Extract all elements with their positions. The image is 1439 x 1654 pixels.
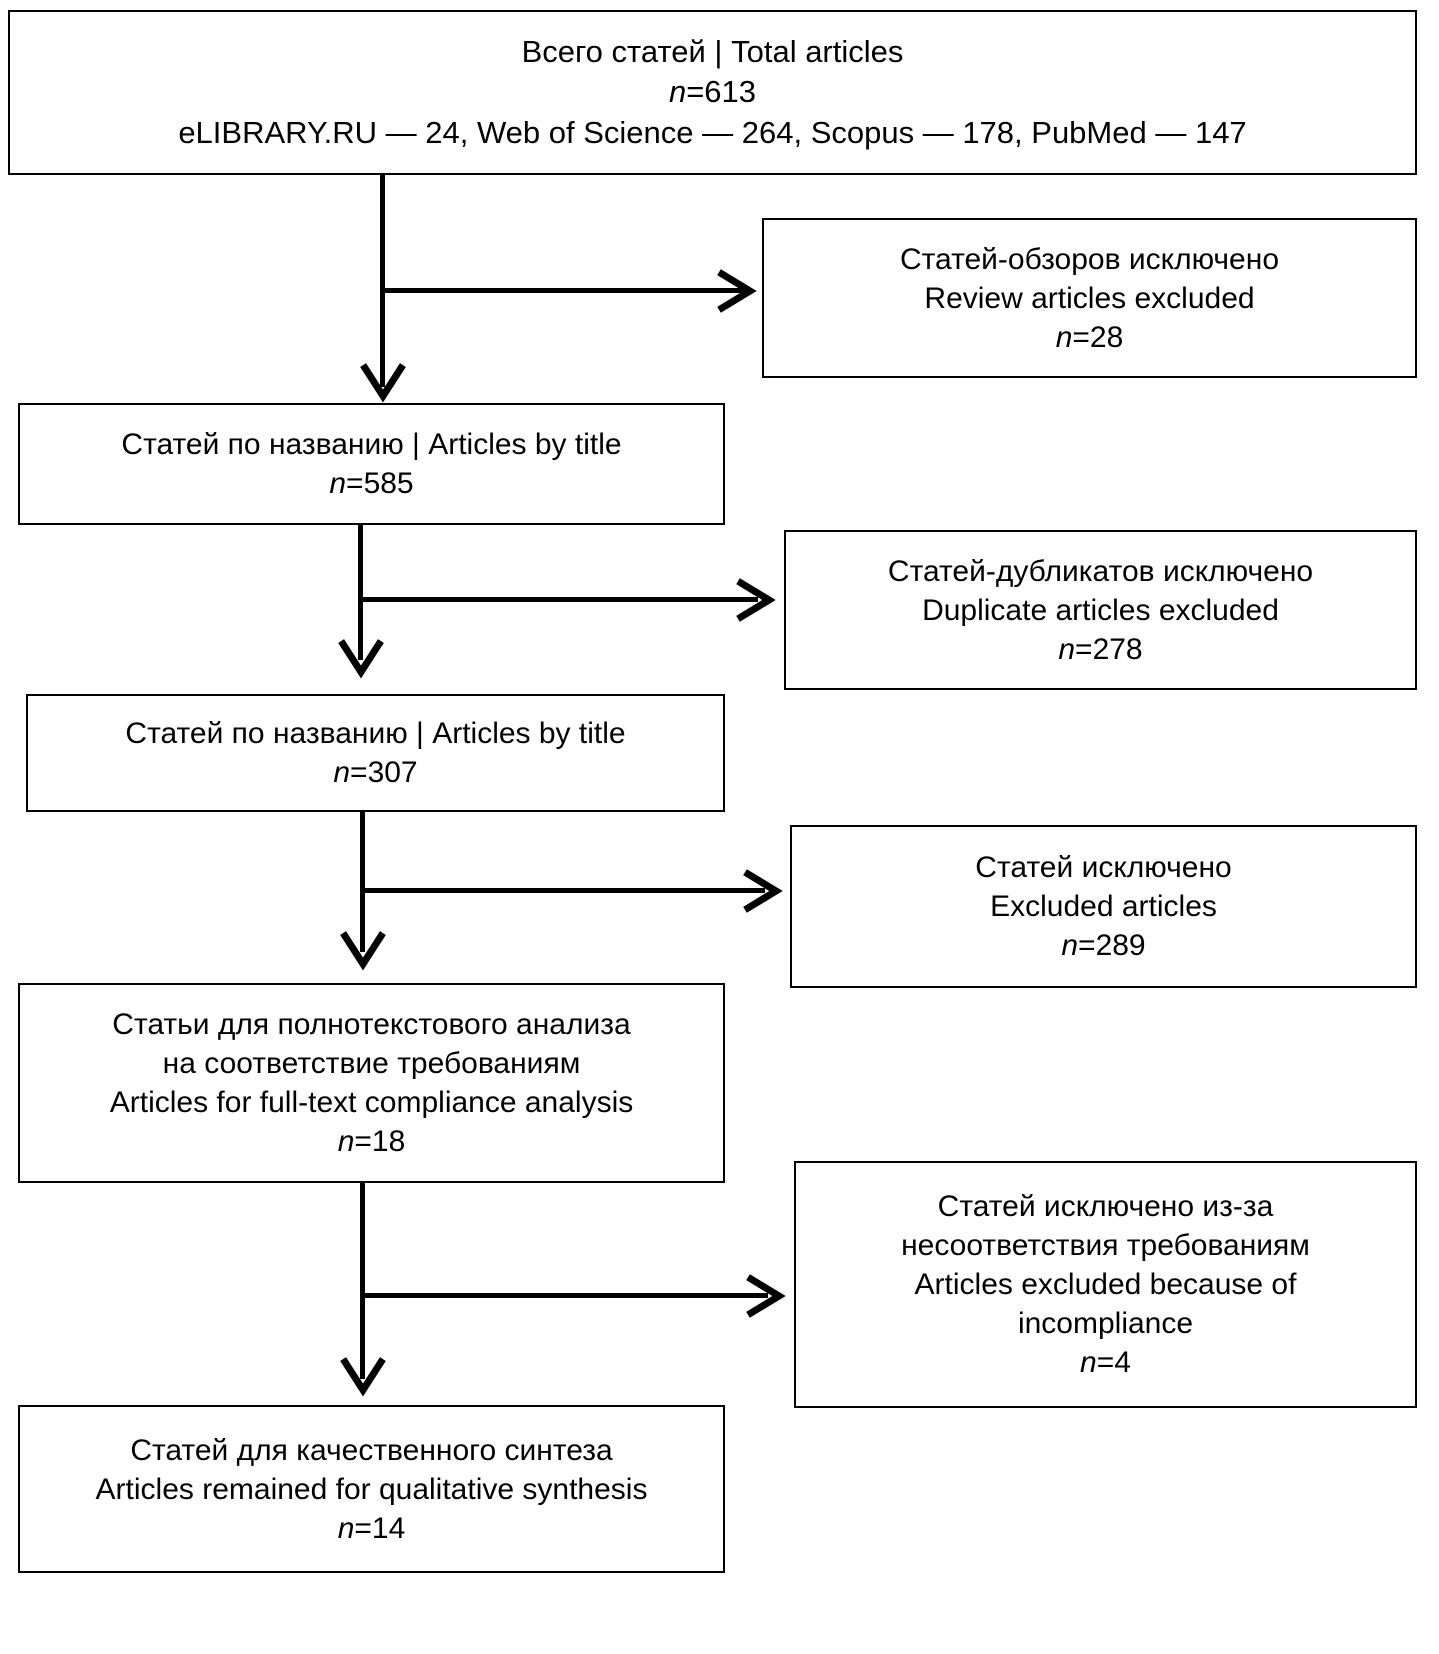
synthesis-line-en: Articles remained for qualitative synthe… <box>95 1472 648 1506</box>
arrowhead-right-2 <box>736 578 776 622</box>
node-duplicates-excluded: Статей-дубликатов исключено Duplicate ar… <box>784 530 1417 690</box>
node-articles-by-title-1: Статей по названию | Articles by title n… <box>18 403 725 525</box>
connector-v-3 <box>360 812 365 952</box>
by-title-1-label: Статей по названию | Articles by title <box>121 428 622 461</box>
incompliance-count: n=4 <box>1080 1346 1131 1379</box>
by-title-2-label: Статей по названию | Articles by title <box>125 717 626 750</box>
arrowhead-right-1 <box>717 269 757 313</box>
node-review-excluded: Статей-обзоров исключено Review articles… <box>762 218 1417 378</box>
articles-excluded-count: n=289 <box>1061 929 1146 962</box>
incompliance-line-ru-1: Статей исключено из-за <box>937 1190 1274 1223</box>
connector-h-2 <box>358 597 758 602</box>
total-articles-sources: eLIBRARY.RU — 24, Web of Science — 264, … <box>178 114 1247 150</box>
node-total-articles: Всего статей | Total articles n=613 eLIB… <box>8 10 1417 175</box>
synthesis-count: n=14 <box>337 1511 406 1545</box>
connector-h-3 <box>360 888 765 893</box>
full-text-count: n=18 <box>337 1125 406 1158</box>
duplicates-excluded-line-en: Duplicate articles excluded <box>922 593 1279 627</box>
node-full-text-analysis: Статьи для полнотекстового анализа на со… <box>18 983 725 1183</box>
synthesis-line-ru: Статей для качественного синтеза <box>130 1433 613 1467</box>
articles-excluded-line-en: Excluded articles <box>990 890 1217 923</box>
arrowhead-down-3 <box>340 931 386 971</box>
connector-v-2 <box>358 525 363 660</box>
review-excluded-count: n=28 <box>1055 320 1124 354</box>
arrowhead-down-1 <box>360 363 406 403</box>
node-articles-by-title-2: Статей по названию | Articles by title n… <box>26 694 725 812</box>
node-incompliance-excluded: Статей исключено из-за несоответствия тр… <box>794 1161 1417 1408</box>
full-text-line-en: Articles for full-text compliance analys… <box>109 1086 634 1119</box>
incompliance-line-ru-2: несоответствия требованиям <box>901 1229 1310 1262</box>
connector-v-4 <box>360 1183 365 1379</box>
full-text-line-ru-1: Статьи для полнотекстового анализа <box>112 1008 631 1041</box>
review-excluded-line-ru: Статей-обзоров исключено <box>899 242 1279 276</box>
incompliance-line-en-2: incompliance <box>1017 1307 1194 1340</box>
node-qualitative-synthesis: Статей для качественного синтеза Article… <box>18 1405 725 1573</box>
total-articles-line-1: Всего статей | Total articles <box>521 34 904 70</box>
connector-h-1 <box>380 288 743 293</box>
incompliance-line-en-1: Articles excluded because of <box>914 1268 1297 1301</box>
connector-h-4 <box>360 1293 768 1298</box>
articles-excluded-line-ru: Статей исключено <box>975 851 1232 884</box>
connector-v-1 <box>380 175 385 387</box>
duplicates-excluded-line-ru: Статей-дубликатов исключено <box>887 554 1314 588</box>
full-text-line-ru-2: на соответствие требованиям <box>162 1047 581 1080</box>
by-title-2-count: n=307 <box>333 756 418 789</box>
arrowhead-down-2 <box>338 639 384 679</box>
arrowhead-right-3 <box>743 869 783 913</box>
by-title-1-count: n=585 <box>329 467 414 500</box>
arrowhead-right-4 <box>746 1274 786 1318</box>
arrowhead-down-4 <box>340 1357 386 1397</box>
duplicates-excluded-count: n=278 <box>1058 632 1143 666</box>
node-articles-excluded: Статей исключено Excluded articles n=289 <box>790 825 1417 988</box>
total-articles-count: n=613 <box>668 74 757 110</box>
review-excluded-line-en: Review articles excluded <box>924 281 1255 315</box>
